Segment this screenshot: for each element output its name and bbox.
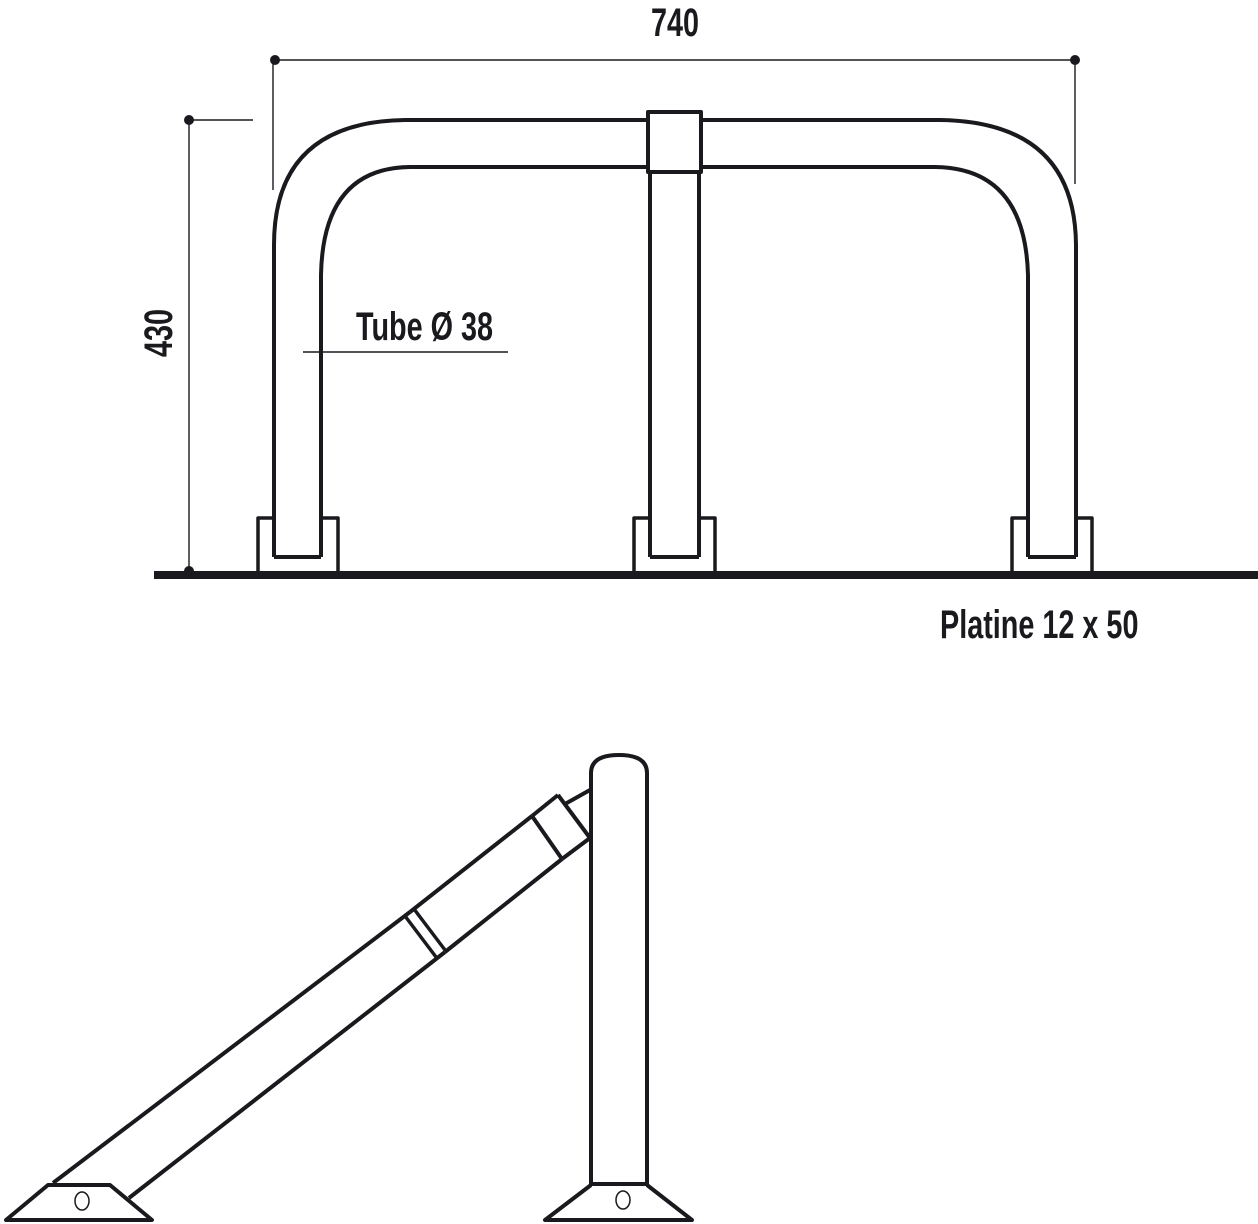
- height-dimension-label: 430: [136, 309, 181, 357]
- base-plate-left: [256, 516, 340, 571]
- arch-outer-tube: [272, 118, 1078, 557]
- base-plate-right: [1010, 516, 1094, 571]
- tube-label: Tube Ø 38: [356, 304, 493, 349]
- post-anchor-hole: [615, 1190, 631, 1210]
- front-view: 740 430: [136, 0, 1258, 647]
- post-base-plate: [543, 1183, 694, 1222]
- width-dimension-label: 740: [651, 0, 699, 45]
- vertical-post: [543, 753, 694, 1222]
- height-dimension: 430: [136, 115, 253, 576]
- tube-base-plate: [4, 1183, 154, 1222]
- plate-label: Platine 12 x 50: [940, 602, 1138, 647]
- side-view: [4, 753, 694, 1222]
- center-post: [646, 110, 703, 559]
- folded-tube: [4, 788, 592, 1222]
- arch-inner-tube: [319, 165, 1030, 557]
- base-plate-center: [632, 516, 717, 571]
- tube-callout: Tube Ø 38: [303, 304, 508, 353]
- tube-anchor-hole: [74, 1191, 90, 1211]
- width-dimension: 740: [270, 0, 1080, 190]
